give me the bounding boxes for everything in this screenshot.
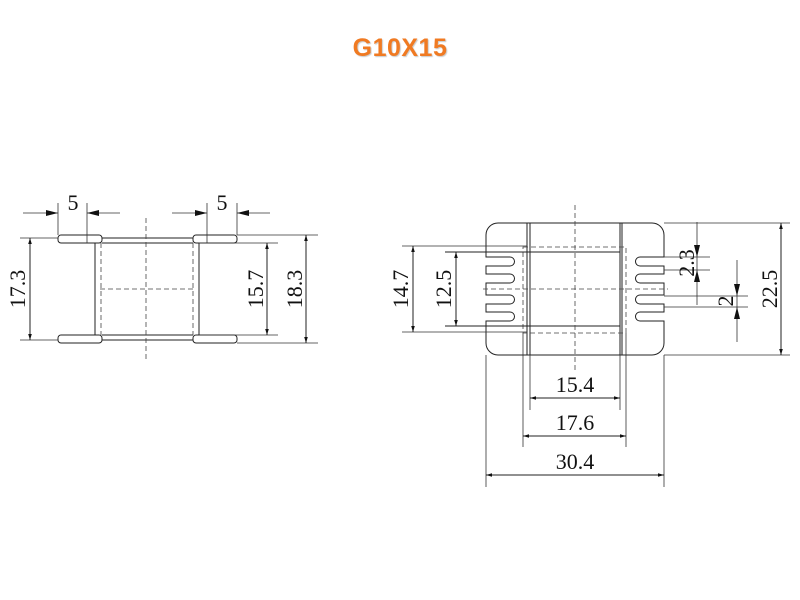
top-left-flange [57, 234, 103, 244]
bottom-left-flange [57, 334, 103, 344]
bobbin-outline [485, 222, 665, 356]
dim-core-width: 17.6 [556, 410, 595, 435]
top-right-flange [192, 234, 238, 244]
dim-flange-right: 5 [217, 190, 228, 215]
dim-slot-width: 2 [713, 296, 738, 307]
bottom-right-flange [192, 334, 238, 344]
dim-overall-height: 22.5 [757, 270, 782, 309]
side-view: 5 5 17.3 15.7 18.3 [5, 190, 318, 360]
dim-window-outer: 14.7 [388, 270, 413, 309]
core-outline [522, 246, 627, 334]
front-view: 14.7 12.5 2.3 2 22.5 15.4 17.6 30.4 [388, 205, 790, 487]
dim-flange-left: 5 [68, 190, 79, 215]
dim-tube-length: 15.7 [243, 270, 268, 309]
dim-inner-width: 15.4 [556, 372, 595, 397]
dim-overall-width: 30.4 [556, 449, 595, 474]
dim-window-inner: 12.5 [431, 270, 456, 309]
dim-slot-pitch: 2.3 [674, 249, 699, 277]
dim-overall-height: 18.3 [282, 270, 307, 309]
drawing-title: G10X15 [352, 34, 448, 62]
dim-height-inner: 17.3 [5, 270, 30, 309]
